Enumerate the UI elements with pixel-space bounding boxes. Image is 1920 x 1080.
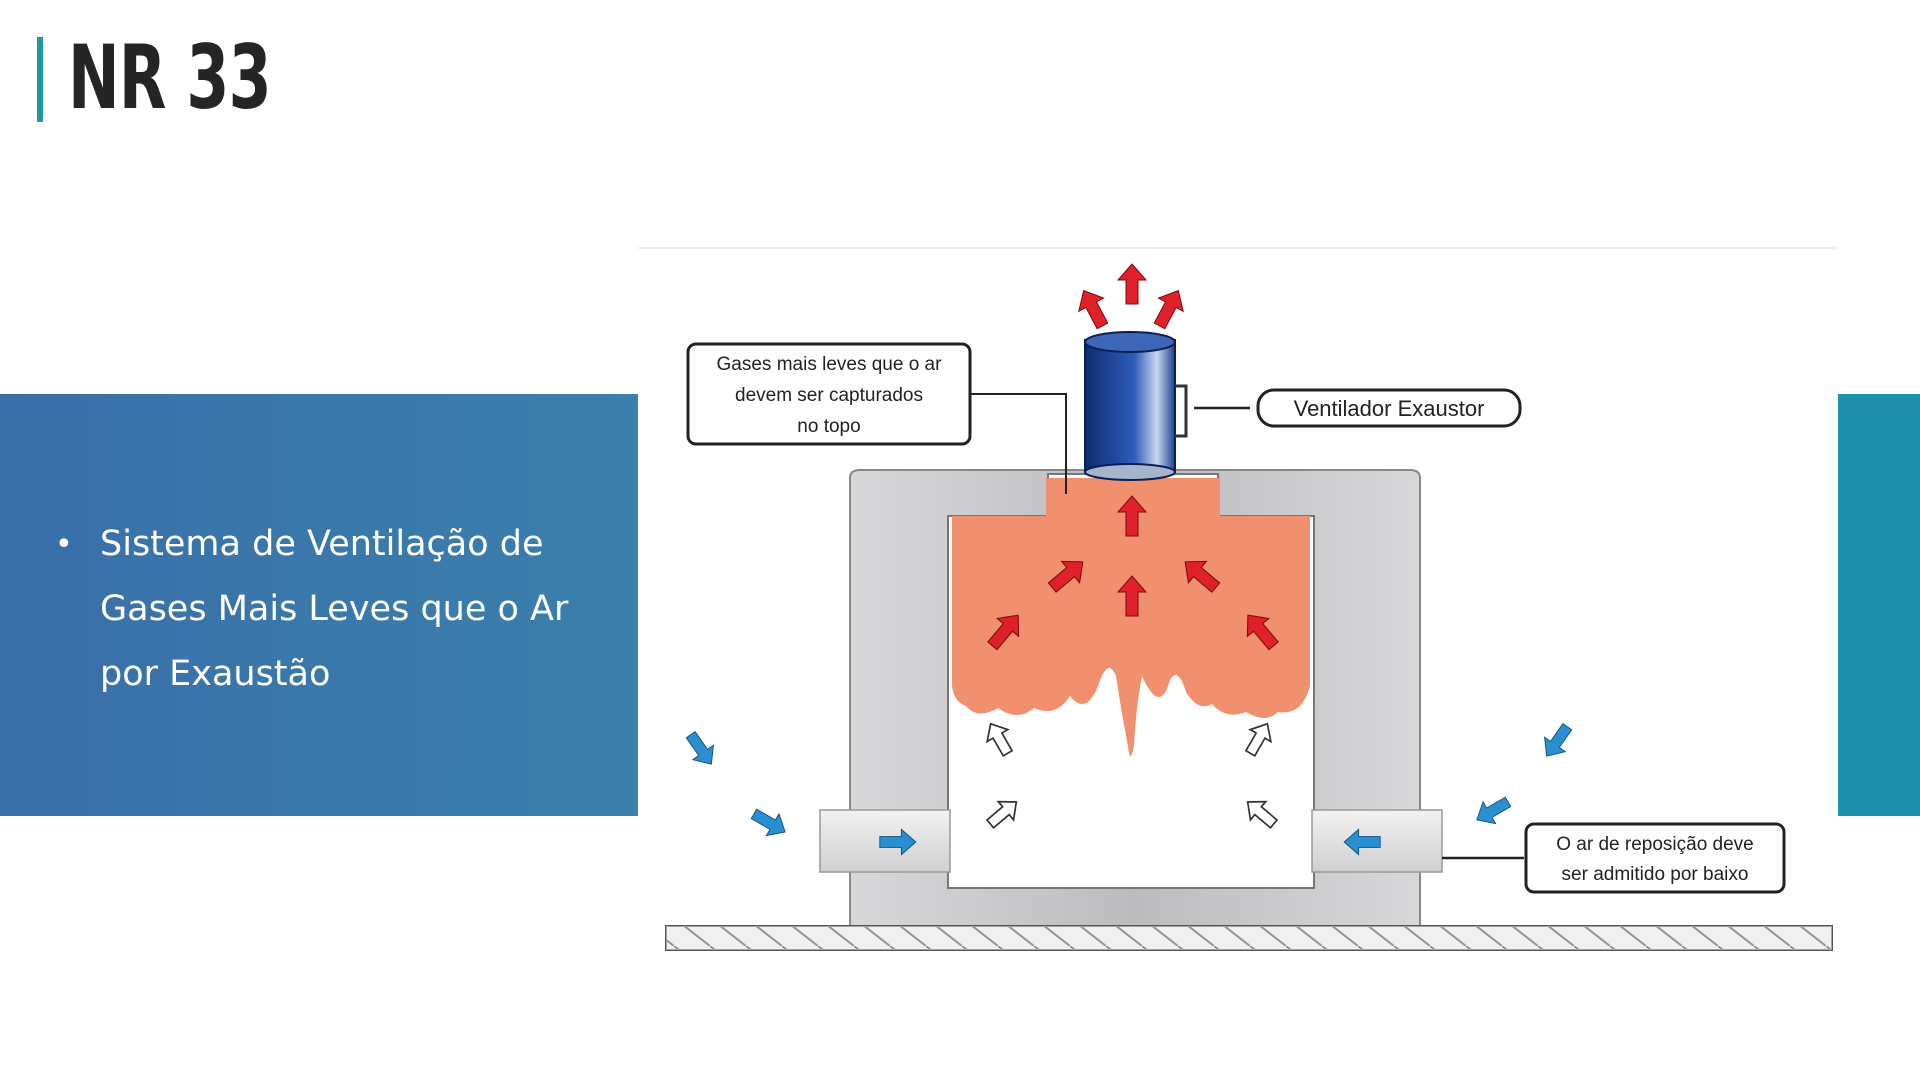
red-arrow-icon — [1117, 263, 1147, 305]
exhaust-arrows — [1070, 263, 1192, 333]
bullet-dot-icon: • — [55, 527, 73, 562]
exhaust-fan — [1084, 331, 1188, 481]
slide-title: NR 33 — [68, 26, 272, 129]
callout-makeup-line-1: O ar de reposição deve — [1556, 834, 1754, 855]
callout-makeup-air: O ar de reposição deve ser admitido por … — [1524, 822, 1786, 894]
bullet-text: Sistema de Ventilação de Gases Mais Leve… — [100, 524, 569, 694]
callout-gases-line-3: no topo — [797, 416, 860, 437]
bullet-list: • Sistema de Ventilação de Gases Mais Le… — [50, 512, 610, 707]
red-arrow-icon — [1070, 283, 1116, 333]
ground-fill — [666, 926, 1832, 950]
right-accent-strip — [1838, 394, 1920, 816]
callout-fan: Ventilador Exaustor — [1256, 388, 1522, 428]
top-left-leader — [970, 393, 1067, 494]
blue-arrow-icon — [679, 727, 723, 772]
blue-arrow-icon — [747, 802, 792, 844]
ventilation-diagram: Gases mais leves que o ar devem ser capt… — [638, 246, 1838, 966]
callout-gases-line-2: devem ser capturados — [735, 385, 923, 406]
callout-gases-top: Gases mais leves que o ar devem ser capt… — [686, 342, 972, 446]
blue-arrow-icon — [1535, 719, 1579, 764]
blue-arrow-icon — [1470, 790, 1515, 832]
text-panel — [0, 394, 638, 816]
title-accent-bar — [37, 37, 43, 122]
diagram-svg: Gases mais leves que o ar devem ser capt… — [638, 247, 1838, 951]
callout-makeup-line-2: ser admitido por baixo — [1562, 864, 1749, 885]
red-arrow-icon — [1146, 283, 1192, 333]
gas-cloud — [952, 478, 1310, 756]
callout-fan-text: Ventilador Exaustor — [1294, 396, 1485, 421]
bullet-item: • Sistema de Ventilação de Gases Mais Le… — [50, 512, 610, 707]
callout-gases-line-1: Gases mais leves que o ar — [717, 354, 943, 375]
